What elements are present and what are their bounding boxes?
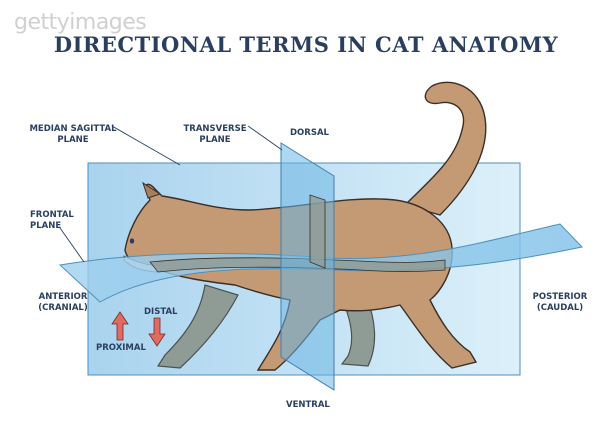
label-posterior-line1: POSTERIOR [532,292,588,302]
label-anterior: ANTERIOR (CRANIAL) [28,292,98,314]
label-ventral: VENTRAL [286,400,330,410]
label-median-line1: MEDIAN SAGITTAL [29,124,117,134]
transverse-plane [280,142,335,391]
cat-tail [403,81,487,216]
page-title: DIRECTIONAL TERMS IN CAT ANATOMY [53,32,559,57]
label-dorsal: DORSAL [290,128,329,138]
label-transverse: TRANSVERSE PLANE [178,124,252,146]
label-posterior: POSTERIOR (CAUDAL) [522,292,598,314]
leader-frontal [59,227,85,263]
transverse-section [309,194,326,269]
cat-ear [142,181,162,199]
cat-eye [129,238,135,244]
label-transverse-line2: PLANE [199,135,231,145]
label-posterior-line2: (CAUDAL) [536,303,584,313]
label-median-line2: PLANE [57,135,89,145]
label-frontal: FRONTAL PLANE [30,210,74,232]
label-frontal-line1: FRONTAL [30,210,74,220]
label-anterior-line1: ANTERIOR [38,292,88,302]
leader-transverse [247,125,283,151]
label-transverse-line1: TRANSVERSE [183,124,247,134]
cat-far-legs [156,284,376,369]
label-distal: DISTAL [144,307,178,317]
label-proximal: PROXIMAL [96,343,146,353]
label-anterior-line2: (CRANIAL) [38,303,88,313]
watermark: gettyimages [14,10,147,35]
label-median-sagittal: MEDIAN SAGITTAL PLANE [28,124,118,146]
proximal-arrow-icon [111,311,129,341]
label-frontal-line2: PLANE [30,221,62,231]
distal-arrow-icon [148,317,166,347]
leader-median [111,125,181,166]
